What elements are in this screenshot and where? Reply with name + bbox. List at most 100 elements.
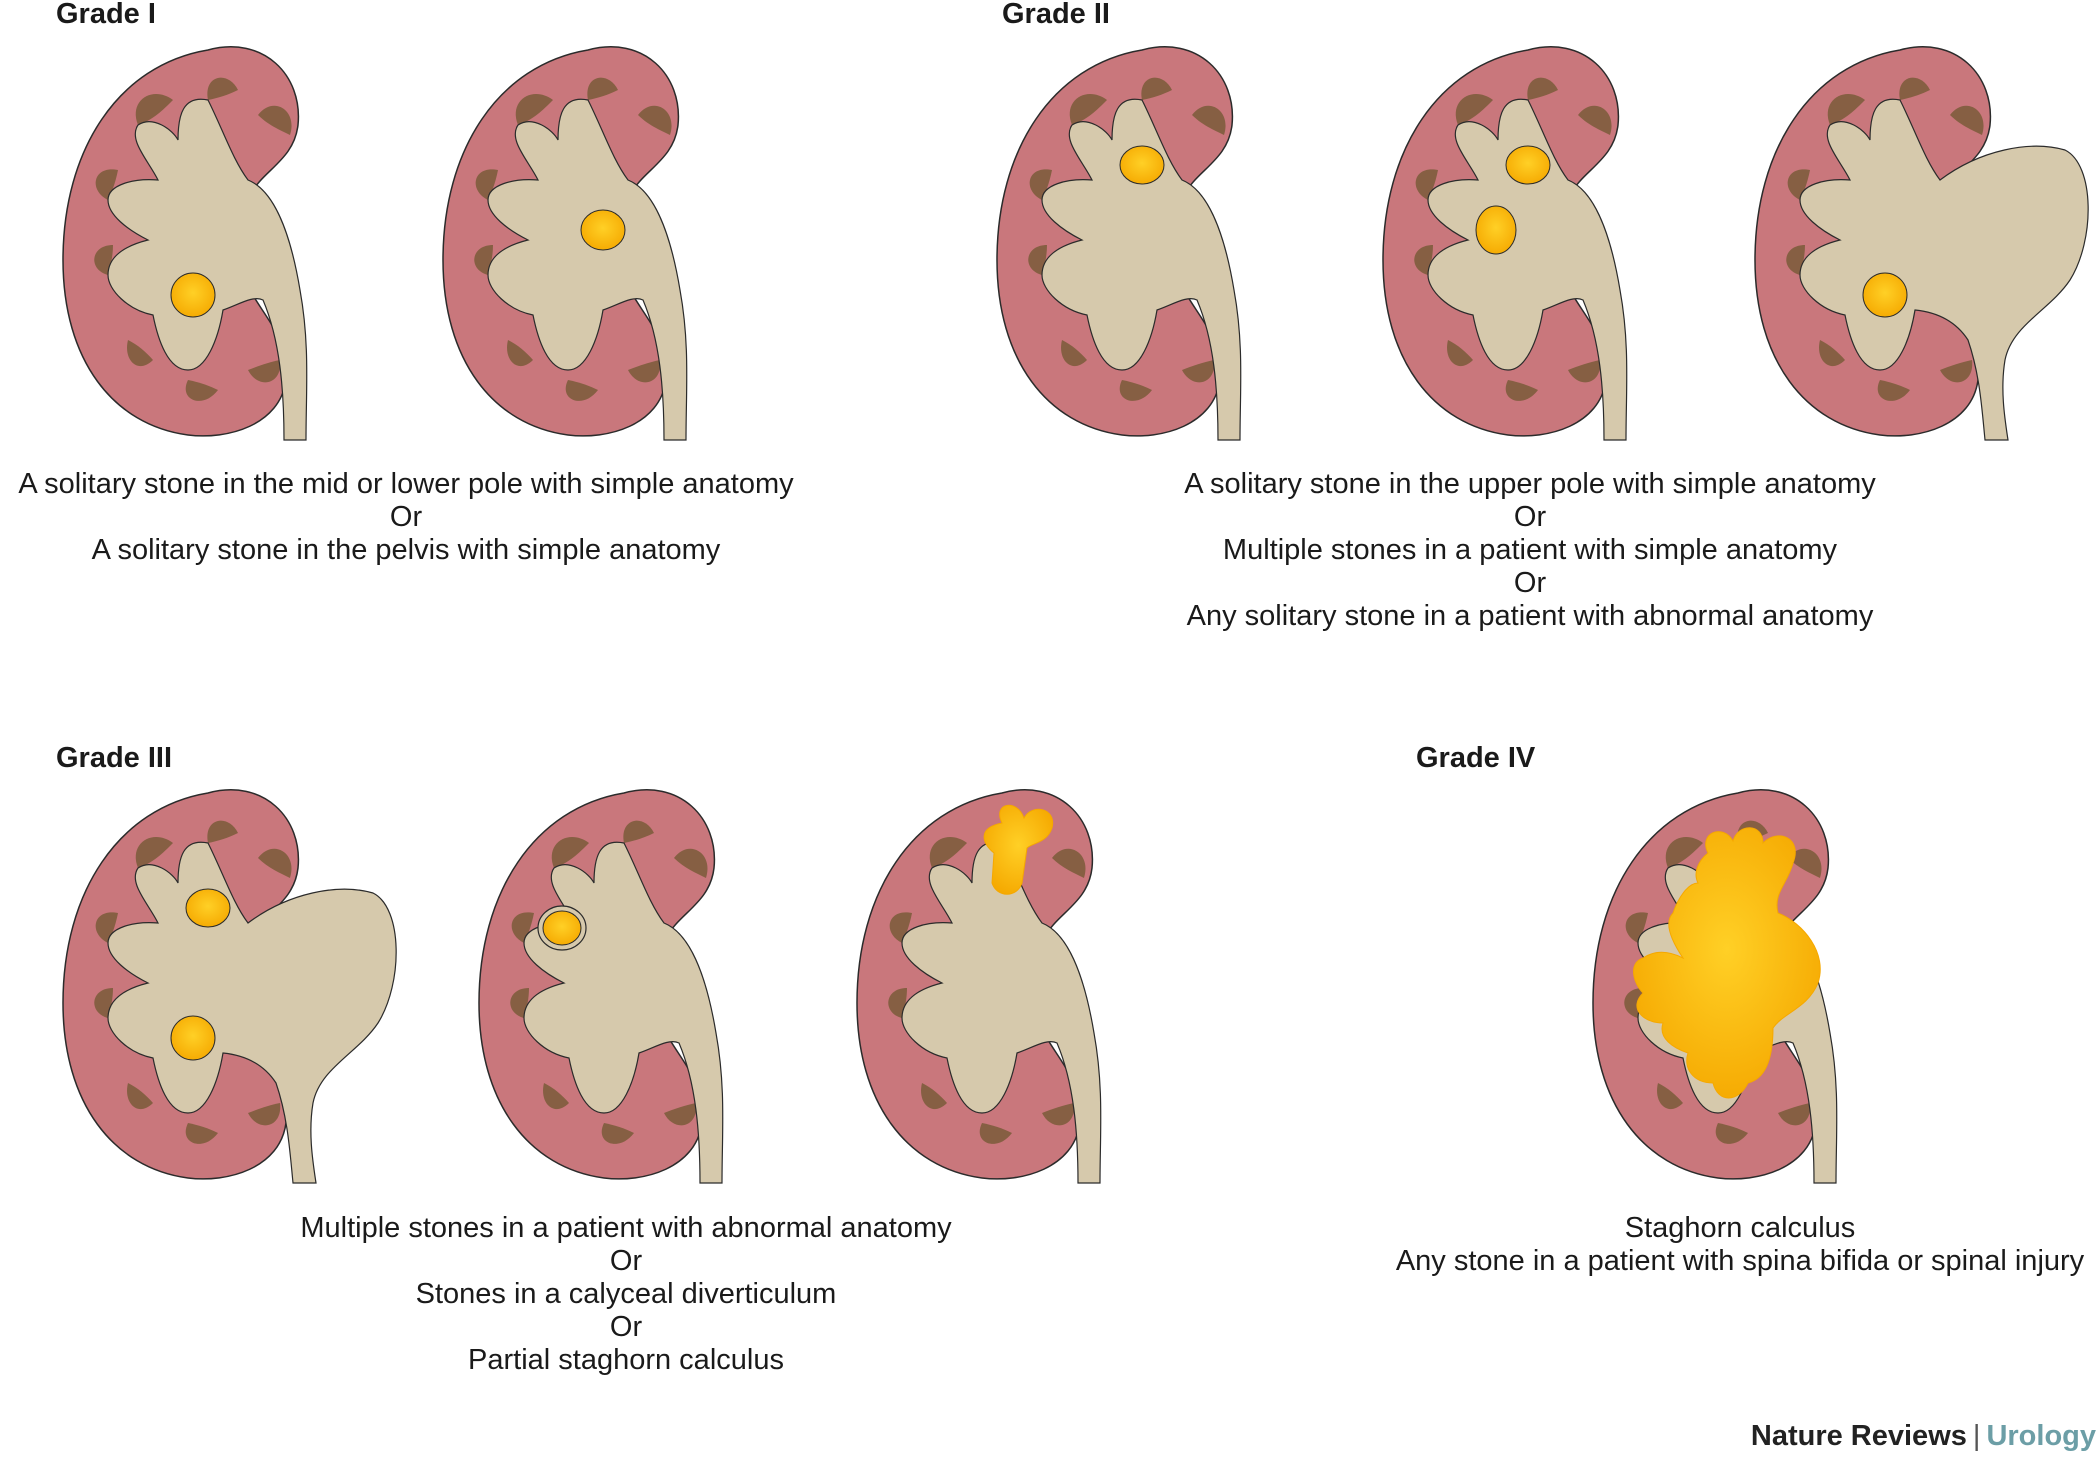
renal-pelvis (487, 98, 688, 441)
renal-papilla (1568, 360, 1601, 383)
renal-papilla (1940, 360, 1973, 383)
kidney-stone (542, 910, 582, 946)
kidney-stone (1862, 272, 1908, 318)
staghorn-calculus (1633, 827, 1821, 1099)
dilated-renal-pelvis (1799, 98, 2089, 441)
renal-papilla (510, 988, 529, 1018)
renal-papilla (474, 245, 493, 275)
kidney-grade2-upper-pole-stone (996, 46, 1242, 441)
grade-4-title: Grade IV (1416, 742, 1536, 774)
renal-papilla (94, 988, 113, 1018)
grade-3-title: Grade III (56, 742, 173, 774)
kidney-stone (170, 272, 216, 318)
dilated-renal-pelvis (107, 841, 397, 1184)
renal-papilla (135, 837, 173, 868)
kidney-stone (1505, 145, 1551, 185)
renal-papilla (1415, 169, 1438, 200)
caption-line: A solitary stone in the upper pole with … (1184, 468, 1876, 500)
caption-line: Or (609, 1245, 643, 1277)
kidney-stone (1475, 205, 1517, 255)
caption-line: Any stone in a patient with spina bifida… (1395, 1245, 2085, 1277)
renal-papilla (628, 360, 661, 383)
caption-line: A solitary stone in the mid or lower pol… (18, 468, 794, 500)
renal-papilla (1192, 105, 1226, 135)
renal-papilla (601, 1123, 634, 1144)
kidney-grade3-abnormal-anatomy (62, 789, 397, 1184)
renal-papilla (1505, 380, 1538, 401)
renal-pelvis (107, 98, 308, 441)
renal-papilla (258, 848, 292, 878)
renal-papilla (888, 988, 907, 1018)
renal-papilla (207, 820, 238, 843)
renal-papilla (1455, 94, 1493, 125)
renal-papilla (551, 837, 589, 868)
renal-papilla (95, 912, 118, 943)
renal-papilla (1787, 169, 1810, 200)
renal-papilla (95, 169, 118, 200)
renal-papilla (127, 340, 153, 367)
journal-topic: Urology (1986, 1420, 2096, 1452)
renal-papilla (475, 169, 498, 200)
kidney-stone (170, 1015, 216, 1061)
renal-papilla (674, 848, 708, 878)
kidney-stone (1119, 145, 1165, 185)
renal-papilla (587, 77, 618, 100)
renal-papilla (258, 105, 292, 135)
renal-papilla (1950, 105, 1984, 135)
kidney-stone (185, 888, 231, 928)
renal-papilla (1665, 837, 1703, 868)
renal-papilla (1042, 1103, 1075, 1126)
renal-papilla (1899, 77, 1930, 100)
kidney-grade1-lower-pole-stone (62, 46, 308, 441)
caption-line: Or (1513, 567, 1547, 599)
caption-line: A solitary stone in the pelvis with simp… (91, 534, 721, 566)
renal-papilla (1141, 77, 1172, 100)
renal-papilla (185, 1123, 218, 1144)
renal-papilla (248, 1103, 281, 1126)
caption-line: Or (389, 501, 423, 533)
caption-line: Partial staghorn calculus (468, 1344, 784, 1376)
renal-papilla (511, 912, 534, 943)
renal-papilla (1715, 1123, 1748, 1144)
grade-2-caption: A solitary stone in the upper pole with … (1120, 468, 1940, 633)
renal-papilla (248, 360, 281, 383)
renal-papilla (1657, 1083, 1683, 1110)
renal-papilla (207, 77, 238, 100)
renal-papilla (921, 1083, 947, 1110)
grade-4-caption: Staghorn calculus Any stone in a patient… (1380, 1212, 2100, 1278)
renal-papilla (979, 1123, 1012, 1144)
renal-papilla (1788, 848, 1822, 878)
renal-papilla (1877, 380, 1910, 401)
journal-credit: Nature Reviews|Urology (1751, 1420, 2096, 1453)
renal-papilla (1786, 245, 1805, 275)
renal-papilla (929, 837, 967, 868)
renal-papilla (135, 94, 173, 125)
caption-line: Or (1513, 501, 1547, 533)
grade-1-title: Grade I (56, 0, 156, 30)
renal-papilla (1447, 340, 1473, 367)
renal-papilla (1052, 848, 1086, 878)
grade-2-title: Grade II (1002, 0, 1110, 30)
partial-staghorn-calculus (983, 804, 1054, 895)
kidney-grade3-calyceal-diverticulum (478, 789, 724, 1184)
renal-papilla (1625, 912, 1648, 943)
renal-papilla (1414, 245, 1433, 275)
renal-papilla (1028, 245, 1047, 275)
renal-papilla (565, 380, 598, 401)
renal-papilla (1119, 380, 1152, 401)
grade-3-caption: Multiple stones in a patient with abnorm… (226, 1212, 1026, 1377)
renal-papilla (638, 105, 672, 135)
kidney-stone (580, 209, 626, 251)
caption-line: Multiple stones in a patient with abnorm… (300, 1212, 952, 1244)
renal-papilla (507, 340, 533, 367)
renal-papilla (185, 380, 218, 401)
caption-line: Staghorn calculus (1624, 1212, 1856, 1244)
renal-pelvis (1041, 98, 1242, 441)
renal-papilla (1182, 360, 1215, 383)
caption-line: Or (609, 1311, 643, 1343)
kidney-grade4-staghorn (1592, 789, 1838, 1184)
caption-line: Multiple stones in a patient with simple… (1222, 534, 1838, 566)
caption-line: Stones in a calyceal diverticulum (415, 1278, 837, 1310)
renal-papilla (543, 1083, 569, 1110)
kidney-grade2-abnormal-anatomy (1754, 46, 2089, 441)
